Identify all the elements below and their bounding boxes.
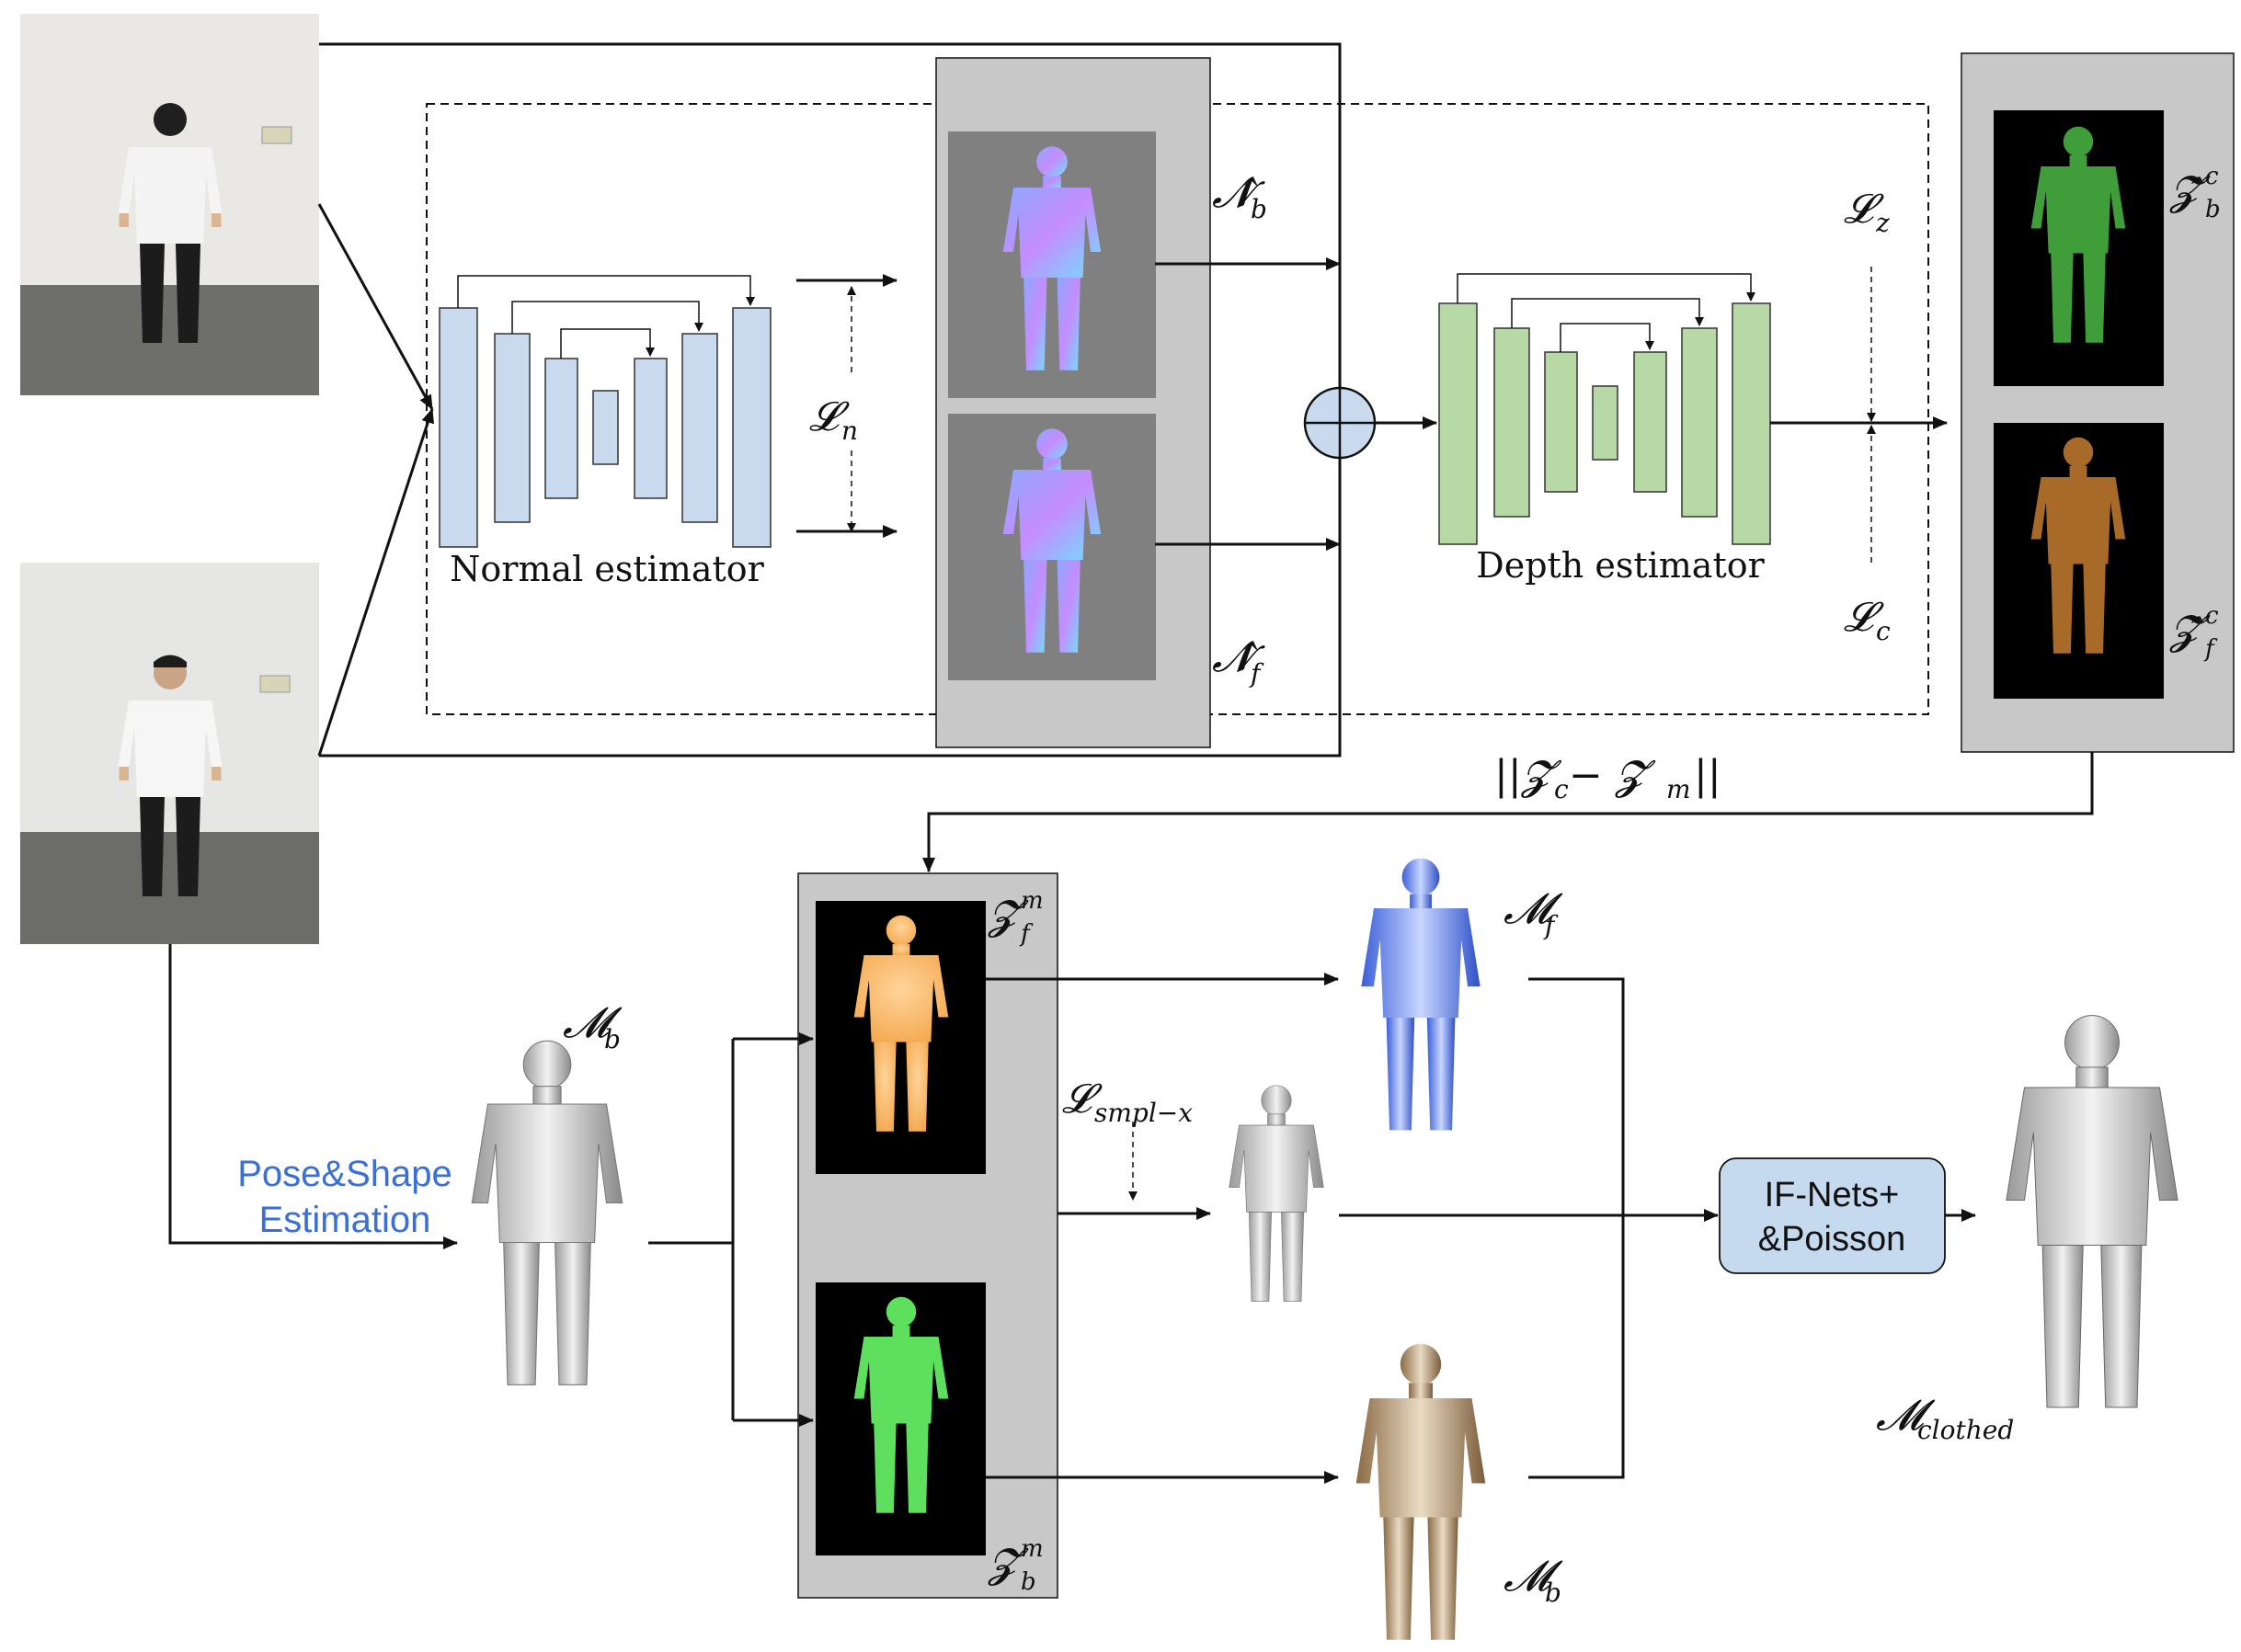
- loss-dashed-arrows: [847, 267, 1876, 1201]
- loss-color-label: 𝓛 c: [1844, 594, 1891, 646]
- photo-back-view: [20, 14, 319, 395]
- mesh-f-label: 𝓜 f: [1504, 883, 1563, 940]
- normal-map-front: [948, 414, 1156, 680]
- svg-text:f: f: [1543, 910, 1559, 940]
- svg-text:clothed: clothed: [1917, 1415, 2014, 1445]
- concat-operator: [1303, 386, 1377, 460]
- svg-text:c: c: [2205, 602, 2219, 630]
- normal-map-back: [948, 131, 1156, 398]
- mesh-clothed-label: 𝓜 clothed: [1876, 1390, 2014, 1445]
- svg-text:b: b: [604, 1024, 621, 1054]
- svg-text:f: f: [1249, 658, 1264, 689]
- svg-text:c: c: [1876, 616, 1891, 646]
- svg-text:||𝓩: ||𝓩: [1494, 752, 1562, 799]
- svg-text:c: c: [1554, 774, 1569, 804]
- back-mesh: [1355, 1343, 1486, 1640]
- svg-text:m: m: [1666, 774, 1691, 804]
- svg-text:m: m: [1021, 887, 1044, 915]
- bottom-flow-arrows: [168, 944, 1976, 1484]
- normal-estimator-network: [439, 307, 772, 548]
- svg-text:m: m: [1021, 1535, 1044, 1563]
- depth-back-image: [1994, 110, 2164, 386]
- svg-text:c: c: [2205, 163, 2219, 190]
- svg-text:b: b: [1251, 194, 1267, 224]
- pose-shape-label-line2: Estimation: [259, 1200, 431, 1240]
- mesh-b-left-label: 𝓜 b: [563, 997, 623, 1054]
- clothed-mesh: [2005, 1014, 2179, 1409]
- loss-depth-label: 𝓛 z: [1844, 186, 1890, 238]
- normal-back-label: 𝓝̂ b: [1212, 167, 1267, 224]
- loss-smplx-label: 𝓛 smpl−x: [1062, 1076, 1193, 1128]
- svg-text:||: ||: [1694, 752, 1721, 799]
- normal-skip-connections: [457, 275, 755, 359]
- svg-text:− 𝓩: − 𝓩: [1569, 752, 1656, 799]
- fitted-smpl-body: [1229, 1085, 1324, 1303]
- depth-difference-label: ||𝓩 c − 𝓩 m ||: [1494, 752, 1721, 804]
- svg-text:b: b: [1545, 1578, 1561, 1608]
- svg-text:n: n: [841, 416, 858, 446]
- pose-shape-label-line1: Pose&Shape: [237, 1154, 452, 1194]
- svg-text:b: b: [1021, 1568, 1036, 1596]
- loss-normal-label: 𝓛 n: [809, 393, 858, 446]
- depth-front-image: [1994, 423, 2164, 699]
- photo-front-view: [20, 563, 319, 944]
- depth-estimator-network: [1438, 302, 1771, 545]
- svg-text:z: z: [1875, 208, 1890, 238]
- smpl-body-mesh: [471, 1040, 623, 1386]
- front-mesh: [1361, 858, 1481, 1131]
- depth-skip-connections: [1457, 273, 1755, 352]
- ifnets-poisson-box: IF-Nets+ &Poisson: [1719, 1157, 1946, 1274]
- top-flow-arrows: [317, 42, 2094, 872]
- smpl-depth-front-image: [816, 901, 986, 1174]
- ifnets-label-line1: IF-Nets+: [1765, 1176, 1900, 1214]
- normal-estimator-label: Normal estimator: [450, 549, 764, 589]
- svg-text:b: b: [2205, 196, 2221, 223]
- mesh-b-right-label: 𝓜 b: [1504, 1551, 1563, 1608]
- svg-text:smpl−x: smpl−x: [1094, 1098, 1193, 1128]
- smpl-depth-back-image: [816, 1282, 986, 1555]
- normal-front-label: 𝓝̂ f: [1212, 632, 1265, 689]
- ifnets-label-line2: &Poisson: [1758, 1220, 1906, 1259]
- depth-estimator-label: Depth estimator: [1476, 545, 1765, 586]
